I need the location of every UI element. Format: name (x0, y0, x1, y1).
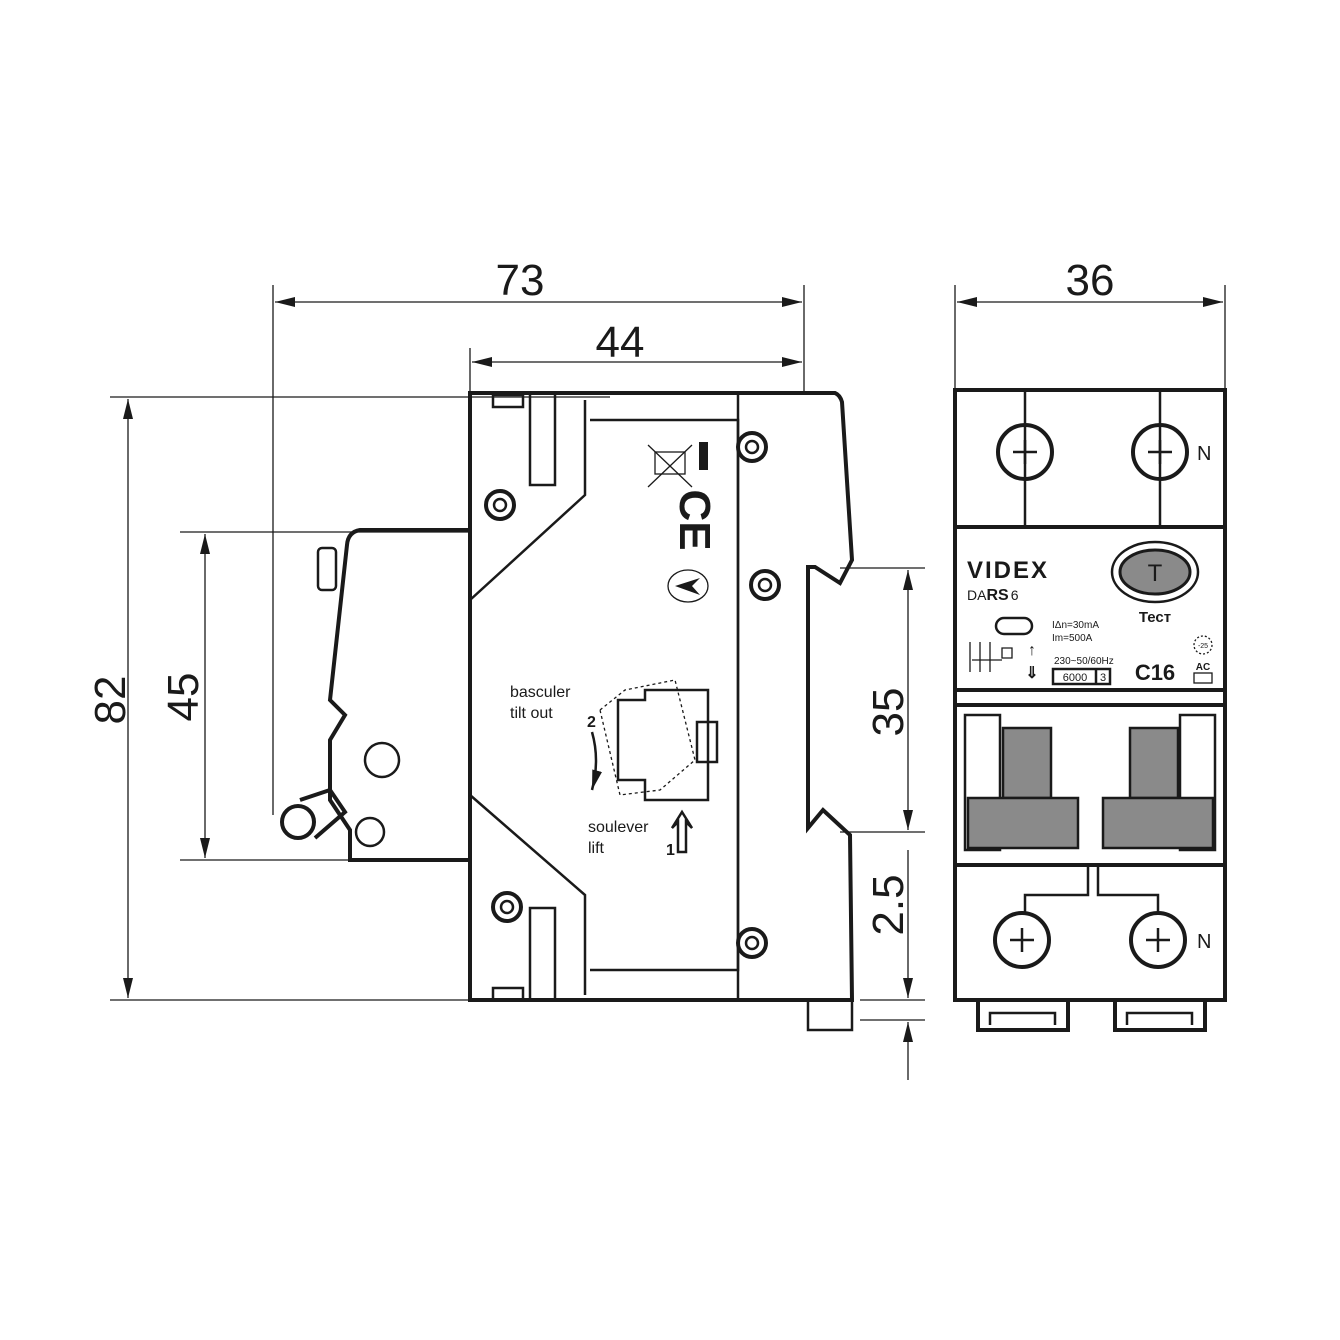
ac-wave-icon (1193, 672, 1213, 684)
energy-class: 3 (1100, 672, 1106, 684)
release-clip-icon (280, 804, 316, 840)
dim-82: 82 (86, 676, 135, 725)
weee-bin-icon (647, 442, 708, 488)
terminal-screws-top (996, 423, 1189, 481)
temperature-icon (1193, 635, 1213, 655)
on-arrow-icon: ↑ (1028, 642, 1036, 659)
dimension-lines (110, 285, 1226, 1080)
residual-current: IΔn=30mA (1052, 620, 1099, 631)
ce-mark: CE (670, 489, 719, 550)
neutral-label-bottom: N (1197, 931, 1211, 953)
side-view: CE basculer tilt out 2 soulever lift 1 (280, 391, 855, 1032)
toggle-handle-right[interactable] (1101, 713, 1217, 852)
dim-2-5: 2.5 (864, 874, 913, 935)
dim-35: 35 (864, 688, 913, 737)
test-button[interactable]: T (1110, 540, 1200, 604)
tilt-label-en: tilt out (510, 705, 553, 722)
type-label: AC (1196, 662, 1210, 673)
din-clips (976, 1000, 1207, 1032)
magnetic-current: Im=500A (1052, 633, 1093, 644)
dim-73: 73 (496, 256, 545, 305)
certification-mark-icon (667, 569, 709, 603)
step-1: 1 (666, 842, 675, 859)
rivets (484, 431, 781, 959)
temperature-label: -25 (1198, 643, 1208, 650)
step-2: 2 (587, 714, 596, 731)
circuit-diagram-icon (969, 642, 1013, 672)
test-label: Тест (1139, 609, 1171, 626)
lift-label-en: lift (588, 840, 605, 857)
dim-44: 44 (596, 318, 645, 367)
tilt-label-fr: basculer (510, 684, 571, 701)
breaking-capacity: 6000 (1063, 672, 1087, 684)
dim-45: 45 (159, 673, 208, 722)
test-button-label: T (1148, 560, 1163, 587)
adjust-screw (363, 741, 401, 779)
dim-36: 36 (1066, 256, 1115, 305)
voltage-rating: 230~50/60Hz (1054, 656, 1114, 667)
brand-logo: VIDEX (967, 557, 1049, 584)
lift-arrow-icon (670, 809, 694, 854)
toggle-handle-left[interactable] (963, 713, 1080, 852)
terminal-screws-bottom (993, 911, 1187, 969)
lift-label-fr: soulever (588, 819, 649, 836)
rating: C16 (1135, 660, 1175, 685)
status-indicator (994, 616, 1034, 636)
off-arrow-icon: ⇓ (1025, 665, 1038, 682)
neutral-label-top: N (1197, 443, 1211, 465)
